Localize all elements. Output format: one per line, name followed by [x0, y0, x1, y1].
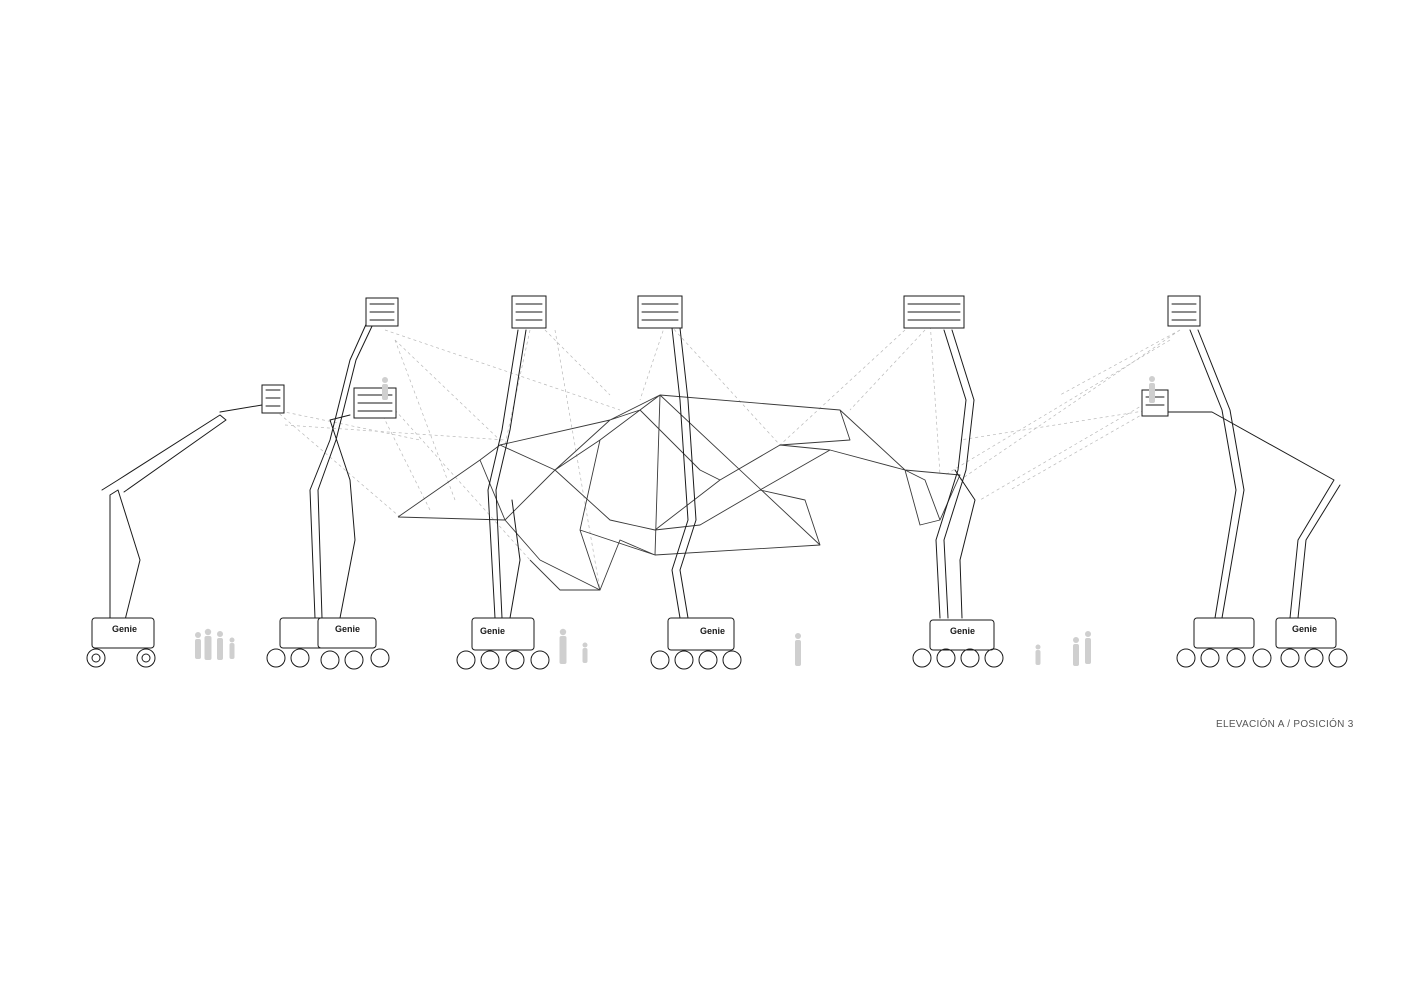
scale-figures — [195, 376, 1155, 666]
brand-logo: Genie — [335, 624, 360, 634]
boom-lift-3: Genie — [456, 295, 550, 670]
brand-logo: Genie — [480, 626, 505, 636]
person-figure — [382, 376, 1155, 403]
boom-lift-6: Genie — [1141, 295, 1348, 668]
drawing-caption: ELEVACIÓN A / POSICIÓN 3 — [1216, 719, 1354, 730]
person-figure — [795, 633, 801, 666]
brand-logo: Genie — [1292, 624, 1317, 634]
boom-lift-1: Genie — [86, 384, 285, 668]
boom-lift-4: Genie — [637, 295, 742, 670]
cable-guides — [274, 319, 1181, 591]
brand-logo: Genie — [950, 626, 975, 636]
boom-lift-5: Genie — [903, 295, 1004, 668]
boom-lift-2: Genie — [266, 297, 399, 670]
person-figure — [1035, 631, 1091, 666]
brand-logo: Genie — [112, 624, 137, 634]
person-figure — [195, 628, 235, 660]
brand-logo: Genie — [700, 626, 725, 636]
faceted-canopy — [397, 394, 961, 591]
person-figure — [559, 628, 588, 664]
